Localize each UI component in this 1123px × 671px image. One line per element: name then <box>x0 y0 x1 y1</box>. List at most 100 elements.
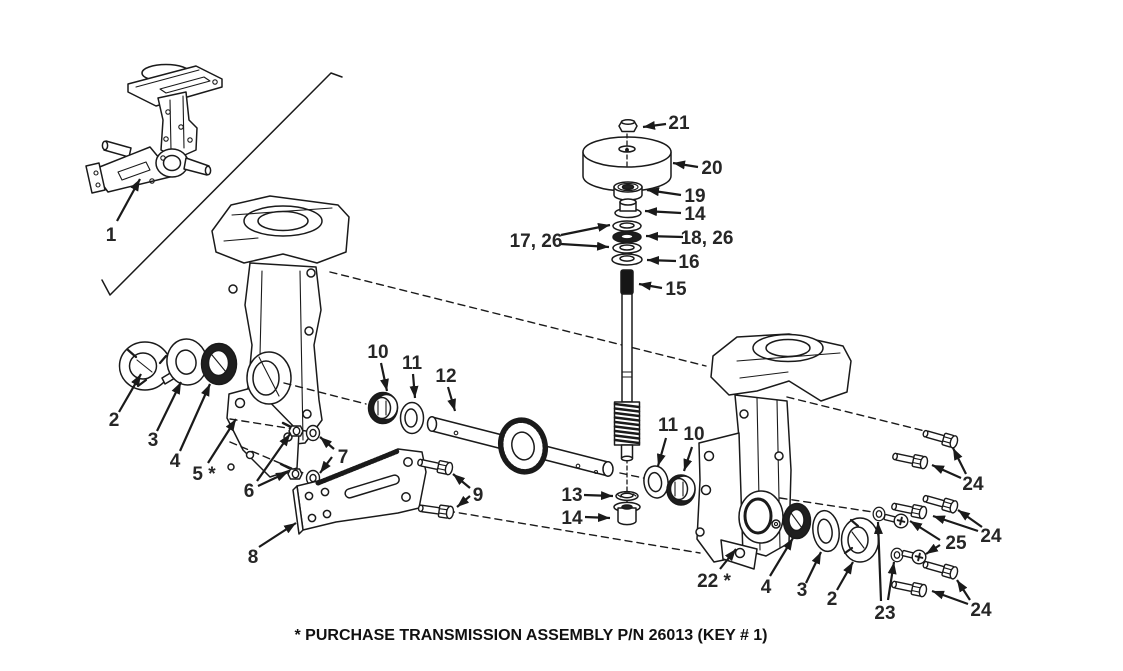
part-24-bolt <box>889 577 929 599</box>
part-18-washer <box>612 230 642 244</box>
callout-arrow-30 <box>952 447 967 475</box>
part-6-nut <box>288 425 304 437</box>
callout-arrow-17 <box>379 362 389 392</box>
part-19-bearing <box>613 181 643 201</box>
callout-label-3: 14 <box>684 204 706 225</box>
figure-caption: * PURCHASE TRANSMISSION ASSEMBLY P/N 260… <box>294 627 767 644</box>
callout-arrow-2 <box>646 187 682 197</box>
callout-label-14: 7 <box>338 447 349 468</box>
part-21-nut <box>618 119 638 133</box>
callout-label-29: 25 <box>945 533 967 554</box>
callout-label-10: 3 <box>148 430 159 451</box>
callout-label-30: 24 <box>962 474 984 495</box>
callout-arrow-7 <box>638 281 663 291</box>
part-8-idler-bracket <box>292 448 427 535</box>
part-17-washer <box>612 220 642 232</box>
callout-arrow-5 <box>645 231 684 241</box>
callout-arrow-10 <box>156 381 182 432</box>
callout-arrow-11 <box>178 383 212 452</box>
part-4-seal-right <box>782 502 812 540</box>
callout-arrow-31 <box>957 509 983 528</box>
right-housing <box>695 333 852 570</box>
callout-arrow-24 <box>719 548 737 570</box>
callout-label-16: 9 <box>473 485 484 506</box>
callout-label-8: 1 <box>106 225 117 246</box>
inset-separator-line <box>101 72 343 296</box>
part-10-bearing-left <box>367 391 399 425</box>
part-3-washer-right <box>812 509 840 553</box>
part-23-washer <box>872 506 886 522</box>
callout-label-25: 4 <box>761 577 772 598</box>
part-13-washer <box>615 490 639 502</box>
callout-arrow-12 <box>207 418 237 464</box>
callout-arrow-20 <box>583 491 614 501</box>
callout-arrow-3 <box>644 207 682 217</box>
callout-arrow-28 <box>873 521 883 602</box>
part-24-bolt <box>890 449 930 471</box>
callout-label-17: 10 <box>367 342 388 363</box>
part-2-hub-nut-right <box>840 517 880 563</box>
part-6-nut <box>287 468 303 480</box>
callout-arrow-16 <box>456 495 471 508</box>
callout-arrow-28 <box>886 561 897 601</box>
part-15-worm-shaft <box>613 269 641 462</box>
callout-arrow-27 <box>836 561 854 591</box>
callout-arrow-14 <box>319 436 335 450</box>
callout-label-32: 24 <box>970 600 992 621</box>
callout-label-15: 8 <box>248 547 259 568</box>
callout-label-2: 19 <box>684 186 705 207</box>
callout-label-24: 22 * <box>697 571 731 592</box>
callout-label-1: 20 <box>701 158 722 179</box>
callout-label-27: 2 <box>827 589 838 610</box>
callout-arrow-13 <box>256 433 291 482</box>
callout-arrow-31 <box>932 514 979 533</box>
callout-arrow-29 <box>925 543 941 555</box>
callout-arrow-0 <box>642 120 667 130</box>
part-10-bearing-right <box>666 474 696 506</box>
part-12-gear-shaft <box>426 416 614 477</box>
part-23-washer <box>890 547 904 563</box>
part-24-bolt <box>920 426 960 450</box>
callout-arrow-4 <box>560 241 610 251</box>
callout-arrow-30 <box>931 463 962 480</box>
callout-arrow-4 <box>560 222 611 237</box>
part-14-bushing-top <box>614 198 642 219</box>
callout-arrow-9 <box>118 373 142 413</box>
callout-label-21: 14 <box>561 508 583 529</box>
part-25-screw <box>881 509 911 531</box>
callout-arrow-29 <box>909 520 941 541</box>
callout-arrow-22 <box>656 437 668 467</box>
assembled-transmission-inset <box>85 63 223 194</box>
callout-label-11: 4 <box>170 451 181 472</box>
part-24-bolt <box>920 491 960 515</box>
callout-arrow-16 <box>452 473 471 489</box>
part-20-pulley <box>582 133 672 192</box>
part-3-washer-left <box>166 338 208 386</box>
callout-arrow-13 <box>257 471 289 487</box>
part-4-seal-left <box>200 342 238 386</box>
callout-arrow-32 <box>931 589 969 606</box>
callout-label-4: 17, 26 <box>510 231 563 252</box>
callout-label-9: 2 <box>109 410 120 431</box>
part-24-bolt <box>920 557 960 581</box>
callout-label-31: 24 <box>980 526 1002 547</box>
callout-label-12: 5 * <box>192 464 216 485</box>
callout-arrow-19 <box>446 386 457 412</box>
part-11-washer-left <box>399 401 425 435</box>
callout-arrow-15 <box>258 522 297 548</box>
callout-label-28: 23 <box>874 603 895 624</box>
callout-arrow-8 <box>116 178 141 222</box>
left-housing <box>211 195 350 478</box>
part-9-bolt <box>416 501 455 520</box>
callout-arrow-32 <box>956 579 971 601</box>
part-7-washer <box>305 424 321 442</box>
callout-label-18: 11 <box>402 353 423 374</box>
callout-label-22: 11 <box>658 415 679 436</box>
callout-label-19: 12 <box>435 366 456 387</box>
callout-arrow-6 <box>646 255 677 265</box>
callout-arrow-26 <box>805 551 822 584</box>
callout-label-26: 3 <box>797 580 808 601</box>
callout-label-13: 6 <box>244 481 255 502</box>
